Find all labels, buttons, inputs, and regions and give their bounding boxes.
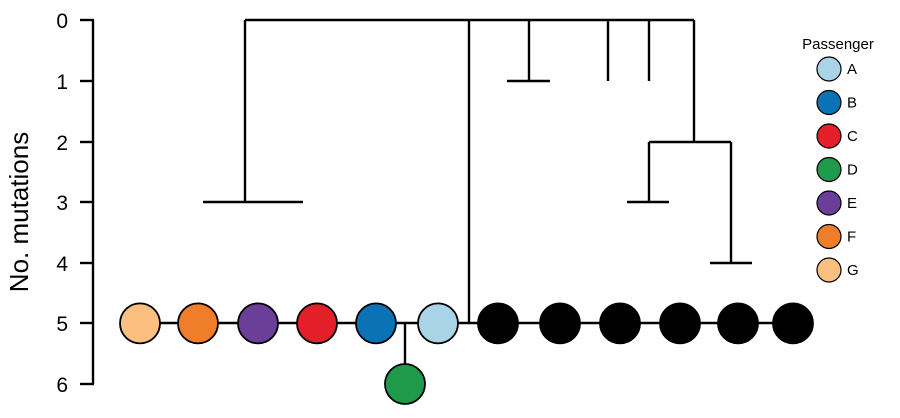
legend-label-e: E [847,195,857,212]
haplotype-nodes [119,302,814,405]
legend-label-d: D [847,162,858,179]
node-unlabeled [772,302,814,345]
legend-swatch-b [816,89,842,116]
node-unlabeled [599,302,641,345]
y-axis-title: No. mutations [4,132,34,292]
legend-swatch-c [816,123,842,149]
y-tick-label-3: 3 [56,192,68,215]
y-tick-label-5: 5 [56,313,68,336]
legend-label-g: G [847,262,859,279]
node-passenger-f [177,302,219,345]
legend-label-b: B [847,95,857,112]
y-axis: 0 1 2 3 4 5 6 No. mutations [4,10,95,397]
legend-swatch-d [816,156,842,183]
legend-label-f: F [847,229,856,246]
node-passenger-b [355,302,397,345]
legend-swatch-g [816,257,842,283]
node-unlabeled [477,302,519,345]
node-passenger-c [296,302,338,345]
node-passenger-e [237,302,279,345]
legend-label-a: A [847,61,857,78]
node-passenger-g [119,302,161,345]
legend-swatch-a [816,56,842,82]
y-tick-label-4: 4 [56,253,68,276]
y-tick-label-0: 0 [56,10,68,33]
y-tick-label-2: 2 [56,132,68,155]
legend-swatch-f [816,223,842,250]
y-tick-label-6: 6 [56,374,68,397]
legend-title: Passenger [802,36,874,53]
node-unlabeled [717,302,759,345]
y-tick-label-1: 1 [56,71,68,94]
node-unlabeled [539,302,581,345]
legend-label-c: C [847,128,858,145]
legend-swatch-e [816,190,842,216]
node-unlabeled [659,302,701,345]
node-passenger-d [384,363,426,405]
node-passenger-a [417,302,459,345]
